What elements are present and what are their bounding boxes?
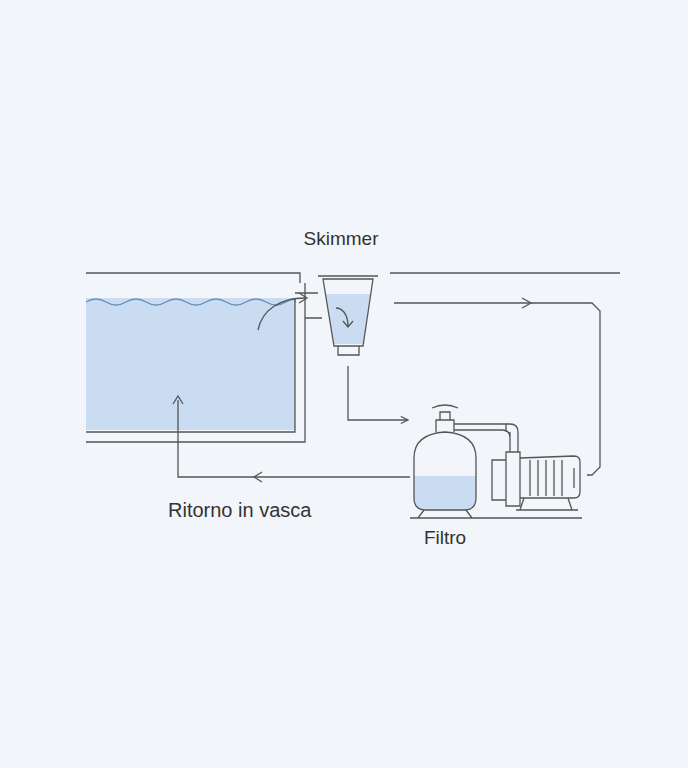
arrow-head [522,298,531,308]
filter-water [414,476,476,510]
pump-motor [516,460,578,510]
return-line [178,400,410,477]
node-label: Filtro [410,527,480,549]
pool-wall-outer [86,283,305,442]
pump [492,452,580,506]
flow-arrow [336,308,353,327]
skimmer-inlet [295,293,322,318]
pipe-connector [348,366,408,420]
pipe [454,424,518,452]
pool-edge [86,273,300,283]
pool-water [86,298,295,430]
pipe-connector [348,366,408,420]
filter-tank [414,432,476,510]
node-label: Skimmer [290,228,392,250]
filter-unit: Filtro [410,398,588,556]
pipe-connector [394,303,600,475]
skimmer-body [318,276,378,346]
flow-label: Ritorno in vasca [168,499,311,522]
skimmer-basket [338,346,359,355]
filter-valve [432,405,458,432]
pool-wall-inner [86,298,295,432]
flow-arrow [258,298,305,330]
skimmer-unit: Skimmer [290,226,392,358]
deck-line [390,272,620,273]
pipe-connector [394,298,600,475]
arrow-head [299,293,307,303]
arrow-head [173,396,183,404]
base [410,510,582,518]
water-surface [86,299,295,305]
arrow-head [254,472,262,482]
